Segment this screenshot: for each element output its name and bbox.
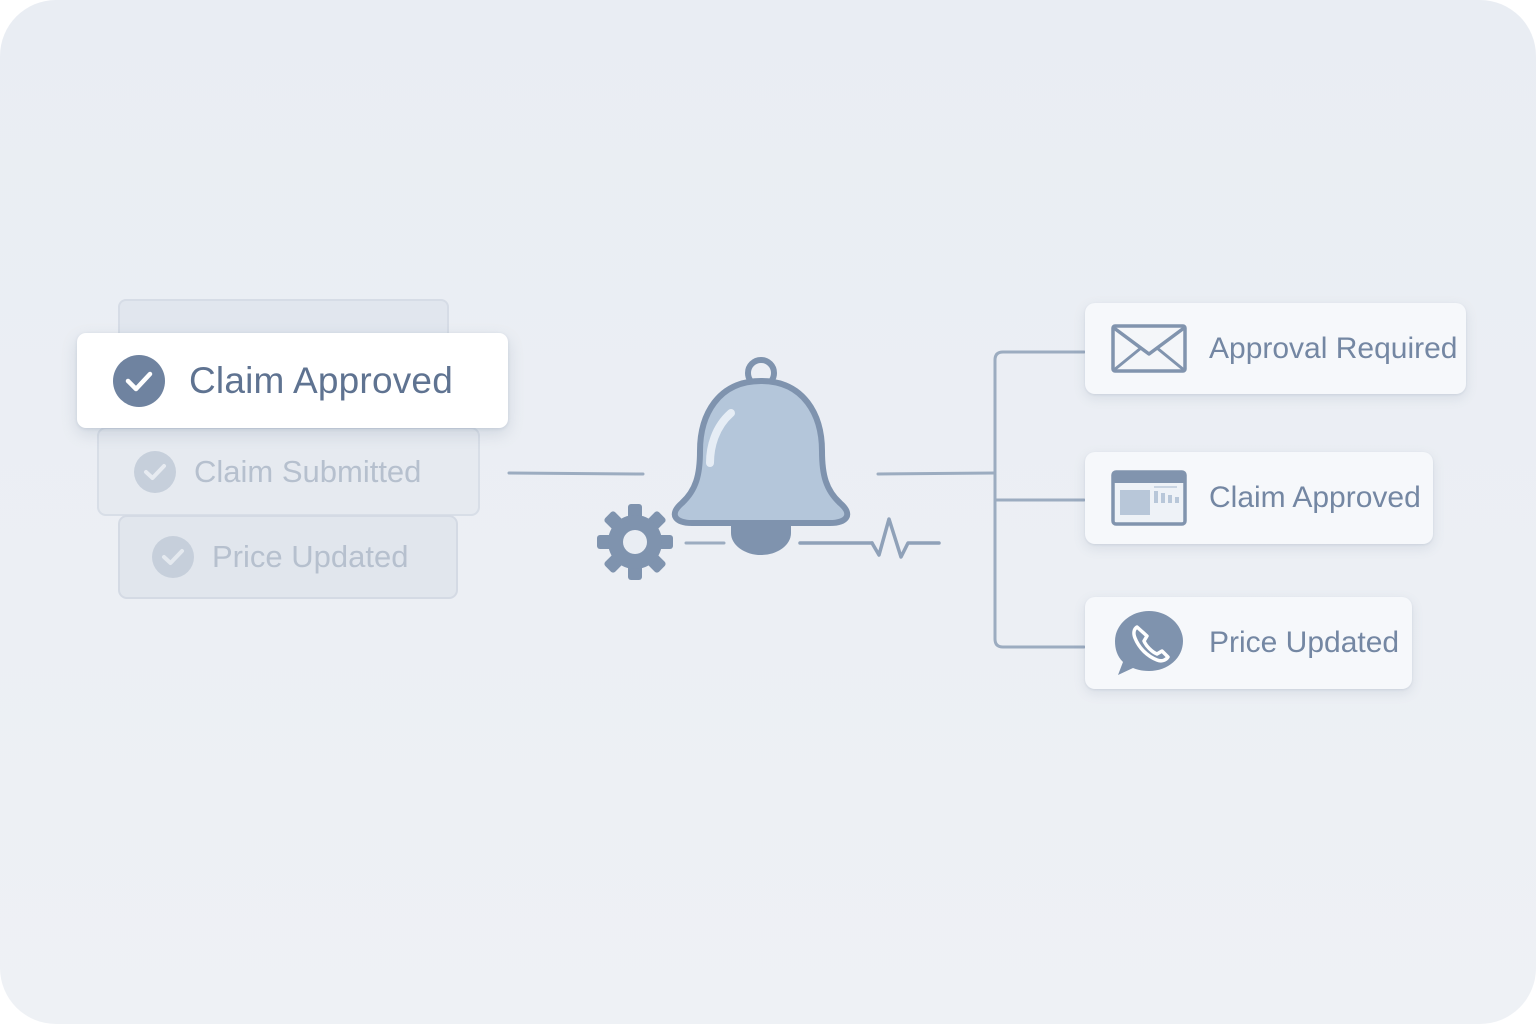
- trigger-card-price-updated[interactable]: Price Updated: [118, 515, 458, 599]
- output-card-approval-required[interactable]: Approval Required: [1085, 303, 1466, 394]
- trigger-label: Claim Submitted: [194, 453, 422, 489]
- output-label: Claim Approved: [1209, 481, 1421, 514]
- trigger-label: Price Updated: [212, 539, 409, 574]
- envelope-icon: [1111, 321, 1187, 377]
- input-connector: [507, 471, 645, 476]
- phone-chat-icon: [1111, 611, 1187, 675]
- trigger-card-claim-approved[interactable]: Claim Approved: [77, 333, 508, 428]
- notification-hub: [590, 355, 950, 595]
- output-label: Approval Required: [1209, 331, 1458, 365]
- output-card-price-updated[interactable]: Price Updated: [1085, 597, 1412, 689]
- trigger-card-claim-submitted[interactable]: Claim Submitted: [97, 427, 480, 516]
- check-circle-icon: [113, 354, 165, 407]
- hub-output-connector: [876, 471, 997, 476]
- gear-icon: [597, 504, 673, 580]
- check-circle-icon: [134, 450, 176, 493]
- browser-window-icon: [1111, 470, 1187, 526]
- check-circle-icon: [152, 536, 194, 578]
- output-card-claim-approved[interactable]: Claim Approved: [1085, 452, 1433, 544]
- pulse-icon: [798, 517, 941, 559]
- bell-icon: [671, 357, 851, 555]
- output-label: Price Updated: [1209, 626, 1400, 659]
- trigger-label-active: Claim Approved: [189, 359, 453, 401]
